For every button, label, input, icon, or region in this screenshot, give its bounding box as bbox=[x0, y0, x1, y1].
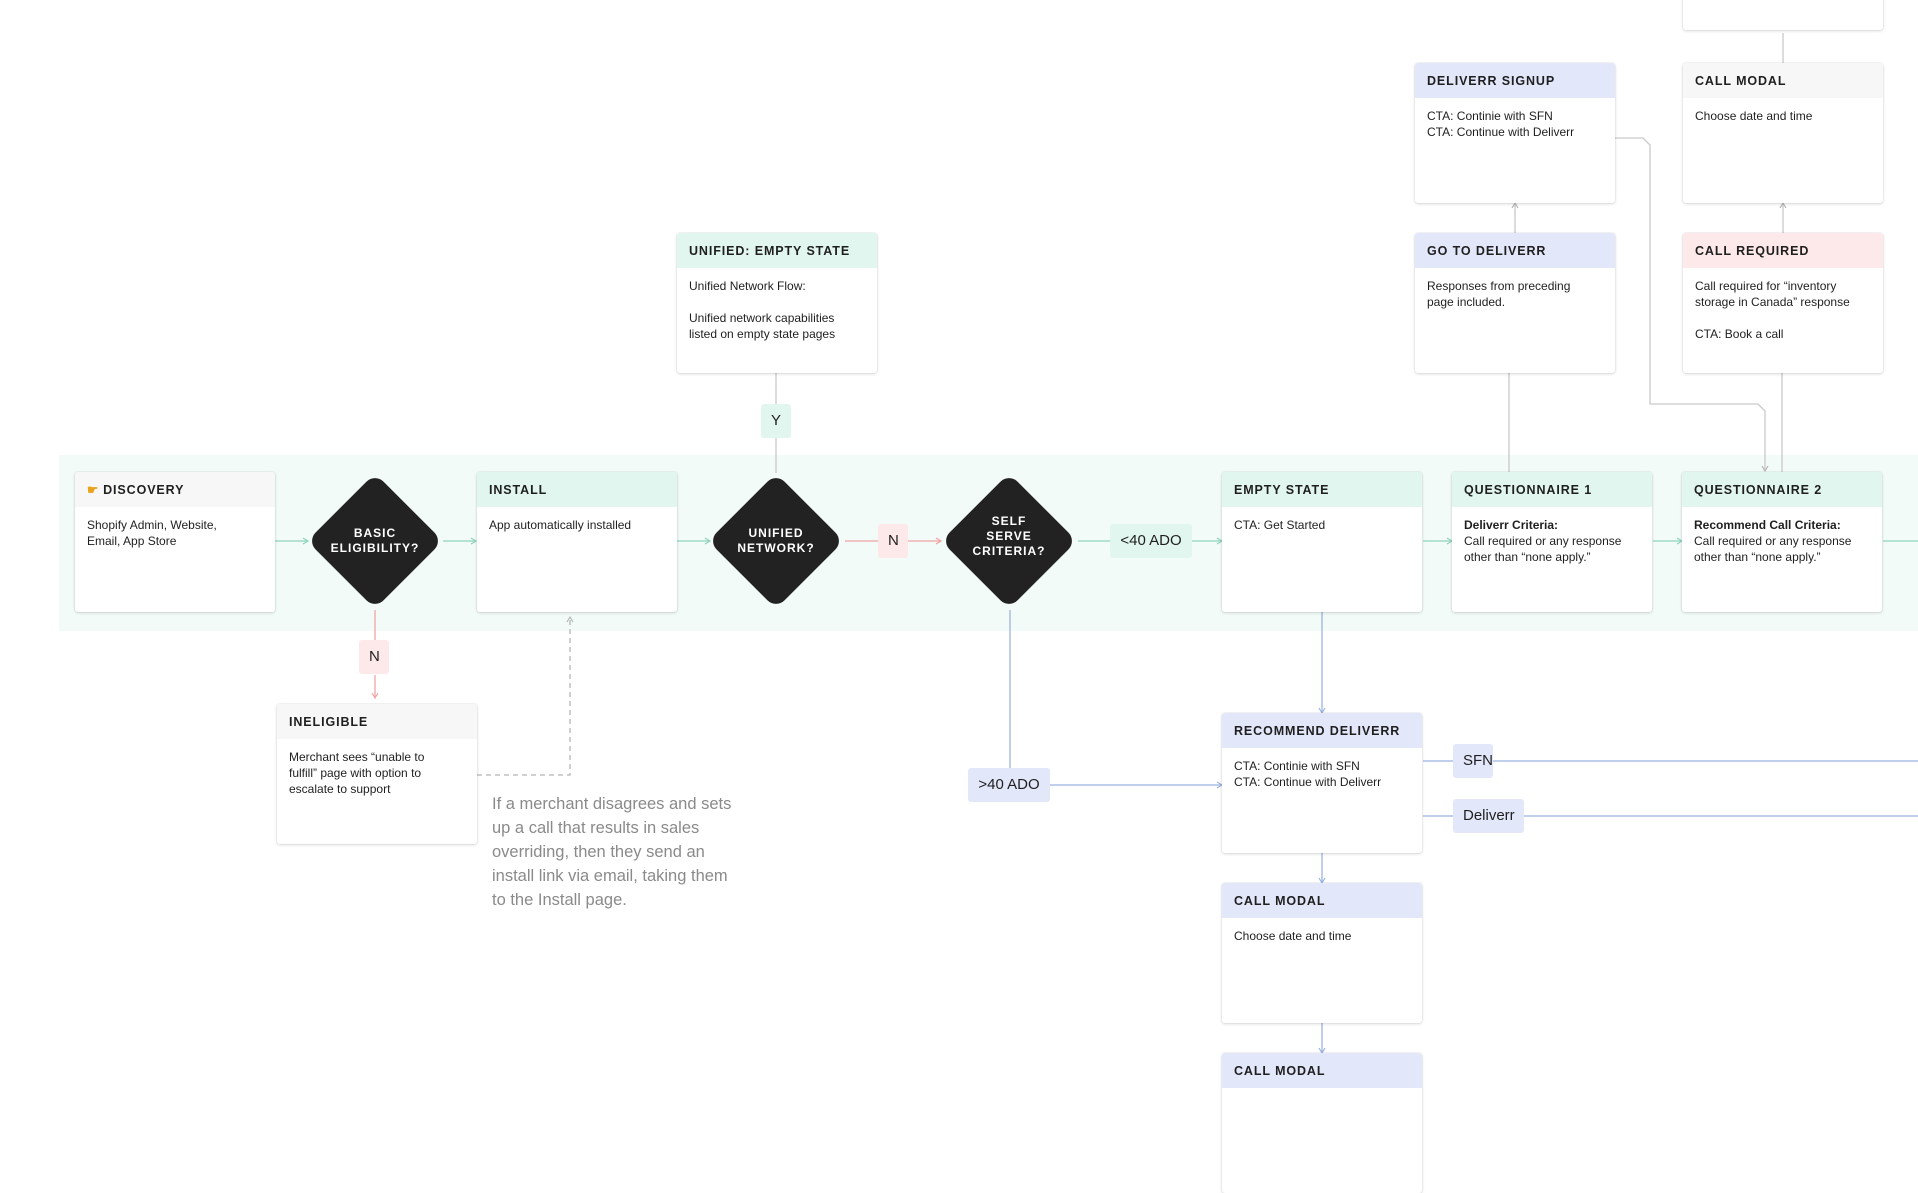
ineligible-body: Merchant sees “unable to fulfill” page w… bbox=[277, 739, 477, 797]
unified-network-line: UNIFIED bbox=[748, 526, 804, 540]
deliverr-signup-card[interactable]: Deliverr Signup CTA: Continie with SFN C… bbox=[1415, 63, 1615, 203]
install-card[interactable]: Install App automatically installed bbox=[477, 472, 677, 612]
override-note-line: If a merchant disagrees and sets bbox=[492, 795, 732, 813]
call-modal-top-line: Choose date and time bbox=[1695, 109, 1813, 123]
self-serve-line: CRITERIA? bbox=[972, 544, 1046, 558]
call-modal-mid-card[interactable]: Call Modal Choose date and time bbox=[1222, 883, 1422, 1023]
questionnaire-1-criteria: Deliverr Criteria: bbox=[1464, 518, 1559, 532]
override-note-line: overriding, then they send an bbox=[492, 843, 705, 861]
questionnaire-2-card[interactable]: Questionnaire 2 Recommend Call Criteria:… bbox=[1682, 472, 1882, 612]
go-to-deliverr-line: page included. bbox=[1427, 295, 1506, 309]
questionnaire-1-card[interactable]: Questionnaire 1 Deliverr Criteria: Call … bbox=[1452, 472, 1652, 612]
recommend-deliverr-header: Recommend Deliverr bbox=[1222, 713, 1422, 748]
offscreen-card-top bbox=[1683, 0, 1883, 30]
questionnaire-1-body: Deliverr Criteria: Call required or any … bbox=[1452, 507, 1652, 565]
ineligible-header: Ineligible bbox=[277, 704, 477, 739]
install-line: App automatically installed bbox=[489, 518, 632, 532]
recommend-deliverr-body: CTA: Continie with SFN CTA: Continue wit… bbox=[1222, 748, 1422, 790]
call-modal-top-body: Choose date and time bbox=[1683, 98, 1883, 124]
self-serve-line: SERVE bbox=[986, 529, 1032, 543]
deliverr-signup-line: CTA: Continie with SFN bbox=[1427, 109, 1553, 123]
questionnaire-2-line: other than “none apply.” bbox=[1694, 550, 1821, 564]
discovery-header: ☛Discovery bbox=[75, 472, 275, 507]
eligibility-no-chip: N bbox=[359, 640, 389, 674]
go-to-deliverr-header: Go to Deliverr bbox=[1415, 233, 1615, 268]
unified-network-label: UNIFIED NETWORK? bbox=[716, 526, 836, 556]
call-modal-mid-line: Choose date and time bbox=[1234, 929, 1352, 943]
call-required-line: storage in Canada” response bbox=[1695, 295, 1850, 309]
unified-yes-chip: Y bbox=[761, 404, 791, 438]
questionnaire-2-header: Questionnaire 2 bbox=[1682, 472, 1882, 507]
ineligible-line: fulfill” page with option to bbox=[289, 766, 422, 780]
call-modal-top-header: Call Modal bbox=[1683, 63, 1883, 98]
questionnaire-1-line: Call required or any response bbox=[1464, 534, 1622, 548]
discovery-body: Shopify Admin, Website, Email, App Store bbox=[75, 507, 275, 549]
questionnaire-2-criteria: Recommend Call Criteria: bbox=[1694, 518, 1841, 532]
discovery-line: Shopify Admin, Website, bbox=[87, 518, 217, 532]
discovery-card[interactable]: ☛Discovery Shopify Admin, Website, Email… bbox=[75, 472, 275, 612]
recommend-deliverr-card[interactable]: Recommend Deliverr CTA: Continie with SF… bbox=[1222, 713, 1422, 853]
call-required-cta: CTA: Book a call bbox=[1695, 327, 1784, 341]
sfn-chip: SFN bbox=[1453, 744, 1493, 778]
link-ineligible-install-dashed bbox=[477, 615, 574, 776]
call-required-body: Call required for “inventory storage in … bbox=[1683, 268, 1883, 342]
recommend-deliverr-line: CTA: Continie with SFN bbox=[1234, 759, 1360, 773]
override-note-line: to the Install page. bbox=[492, 891, 627, 909]
empty-state-header: Empty State bbox=[1222, 472, 1422, 507]
override-note-line: up a call that results in sales bbox=[492, 819, 700, 837]
deliverr-signup-body: CTA: Continie with SFN CTA: Continue wit… bbox=[1415, 98, 1615, 140]
call-required-card[interactable]: Call Required Call required for “invento… bbox=[1683, 233, 1883, 373]
basic-eligibility-label: BASIC ELIGIBILITY? bbox=[315, 526, 435, 556]
install-header: Install bbox=[477, 472, 677, 507]
deliverr-signup-header: Deliverr Signup bbox=[1415, 63, 1615, 98]
call-required-header: Call Required bbox=[1683, 233, 1883, 268]
recommend-deliverr-line: CTA: Continue with Deliverr bbox=[1234, 775, 1382, 789]
install-body: App automatically installed bbox=[477, 507, 677, 533]
go-to-deliverr-line: Responses from preceding bbox=[1427, 279, 1571, 293]
empty-state-card[interactable]: Empty State CTA: Get Started bbox=[1222, 472, 1422, 612]
call-modal-top-card[interactable]: Call Modal Choose date and time bbox=[1683, 63, 1883, 203]
questionnaire-2-line: Call required or any response bbox=[1694, 534, 1852, 548]
ineligible-line: escalate to support bbox=[289, 782, 391, 796]
empty-state-line: CTA: Get Started bbox=[1234, 518, 1326, 532]
go-to-deliverr-card[interactable]: Go to Deliverr Responses from preceding … bbox=[1415, 233, 1615, 373]
call-required-line: Call required for “inventory bbox=[1695, 279, 1837, 293]
discovery-line: Email, App Store bbox=[87, 534, 177, 548]
basic-eligibility-line: BASIC bbox=[353, 526, 397, 540]
call-modal-mid-body: Choose date and time bbox=[1222, 918, 1422, 944]
self-serve-label: SELF SERVE CRITERIA? bbox=[949, 514, 1069, 559]
questionnaire-2-body: Recommend Call Criteria: Call required o… bbox=[1682, 507, 1882, 565]
unified-network-line: NETWORK? bbox=[737, 541, 815, 555]
gt40-ado-chip: >40 ADO bbox=[968, 768, 1050, 802]
connectors bbox=[275, 33, 1918, 1055]
go-to-deliverr-body: Responses from preceding page included. bbox=[1415, 268, 1615, 310]
deliverr-signup-line: CTA: Continue with Deliverr bbox=[1427, 125, 1575, 139]
deliverr-chip: Deliverr bbox=[1453, 799, 1524, 833]
unified-empty-state-text: Unified Network Flow: bbox=[689, 279, 806, 293]
override-note: If a merchant disagrees and sets up a ca… bbox=[492, 792, 752, 912]
flowchart-canvas: ☛Discovery Shopify Admin, Website, Email… bbox=[59, 0, 1918, 1088]
empty-state-body: CTA: Get Started bbox=[1222, 507, 1422, 533]
unified-no-chip: N bbox=[878, 524, 908, 558]
call-modal-bottom-card[interactable]: Call Modal bbox=[1222, 1053, 1422, 1193]
unified-empty-state-line: Unified network capabilities bbox=[689, 311, 835, 325]
lt40-ado-chip: <40 ADO bbox=[1110, 524, 1192, 558]
ineligible-line: Merchant sees “unable to bbox=[289, 750, 425, 764]
questionnaire-1-line: other than “none apply.” bbox=[1464, 550, 1591, 564]
link-signup-q2 bbox=[1615, 137, 1769, 473]
unified-empty-state-header: Unified: Empty State bbox=[677, 233, 877, 268]
call-modal-mid-header: Call Modal bbox=[1222, 883, 1422, 918]
basic-eligibility-line: ELIGIBILITY? bbox=[330, 541, 420, 555]
override-note-line: install link via email, taking them bbox=[492, 867, 728, 885]
self-serve-line: SELF bbox=[991, 514, 1027, 528]
discovery-title: Discovery bbox=[103, 483, 185, 497]
pointing-hand-icon: ☛ bbox=[87, 483, 100, 497]
unified-empty-state-body: Unified Network Flow: Unified network ca… bbox=[677, 268, 877, 342]
unified-empty-state-line: listed on empty state pages bbox=[689, 327, 836, 341]
unified-empty-state-card[interactable]: Unified: Empty State Unified Network Flo… bbox=[677, 233, 877, 373]
call-modal-bottom-header: Call Modal bbox=[1222, 1053, 1422, 1088]
questionnaire-1-header: Questionnaire 1 bbox=[1452, 472, 1652, 507]
ineligible-card[interactable]: Ineligible Merchant sees “unable to fulf… bbox=[277, 704, 477, 844]
